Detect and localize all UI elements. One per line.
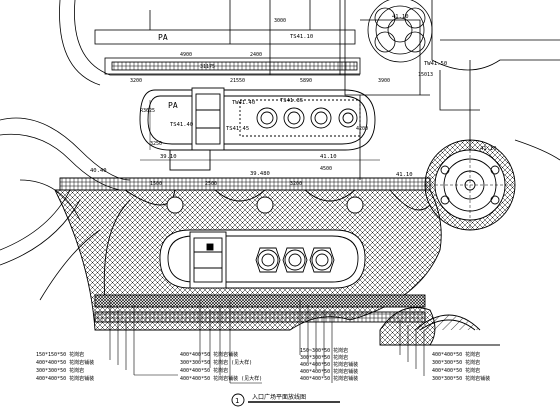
legend-right-item: 300*300*50 花岗岩 — [432, 359, 480, 366]
dim-4500: 4500 — [320, 166, 332, 172]
legend-center-item: 300*300*50 花岗岩 — [300, 354, 348, 361]
section-marker — [231, 393, 340, 407]
dim-2400: 2400 — [250, 52, 262, 58]
level-left: 40.40 — [90, 168, 107, 174]
legend-left: 150*150*50 花岗岩 400*400*50 花岗岩铺装 300*300*… — [36, 351, 94, 382]
legend-center-item: 400*400*50 花岗岩铺装 — [300, 361, 358, 368]
dim-3200b: 3200 — [290, 181, 302, 187]
legend-left-item: 150*150*50 花岗岩 — [36, 351, 84, 358]
leader-lines — [109, 300, 425, 384]
legend-left-item: 400*400*50 花岗岩铺装 — [36, 359, 94, 366]
dim-r3625: R3625 — [140, 108, 155, 114]
dim-4900: 4900 — [180, 52, 192, 58]
legend-mid-item: 300*300*50 花岗岩 (见大样) — [180, 359, 252, 366]
level-right-3: 41.10 — [480, 146, 497, 152]
lower-fountain-row — [159, 229, 366, 289]
level-right-2: 41.10 — [396, 172, 413, 178]
legend-right-item: 400*400*50 花岗岩 — [432, 351, 480, 358]
lower-band — [94, 294, 500, 346]
dim-31175: 31175 — [200, 64, 215, 70]
upper-fountain-row — [139, 87, 380, 171]
drawing-title: 入口广场平面放线图 — [252, 393, 306, 401]
level-small: 39.10 — [160, 154, 177, 160]
legend-mid: 400*400*50 花岗岩铺装 300*300*50 花岗岩 (见大样) 40… — [180, 351, 262, 382]
level-tw-center: TW41.40 — [232, 100, 255, 106]
section-number: 1 — [235, 397, 239, 405]
dim-4200: 4200 — [356, 126, 368, 132]
legend-center-item: 400*400*50 花岗岩铺装 — [300, 368, 358, 375]
legend-center-item: 400*400*50 花岗岩铺装 — [300, 375, 358, 382]
level-ts-left: TS41.40 — [170, 122, 193, 128]
level-ts-mid: TS41.45 — [226, 126, 249, 132]
legend-mid-item: 400*400*50 花岗岩铺装 — [180, 351, 238, 358]
level-ts-top: TS41.10 — [290, 34, 313, 40]
legend-right-item: 400*400*50 花岗岩 — [432, 367, 480, 374]
legend-center: 150~300*50 花岗岩 300*300*50 花岗岩 400*400*50… — [300, 347, 358, 382]
legend-mid-item: 400*400*50 花岗岩铺装 (见大样) — [180, 375, 262, 382]
level-right: 41.10 — [320, 154, 337, 160]
dim-5890: 5890 — [300, 78, 312, 84]
level-ts-center: TS41.35 — [280, 98, 303, 104]
level-top-right: 41.10 — [392, 14, 409, 20]
dim-21550: 21550 — [230, 78, 245, 84]
legend-mid-item: 400*400*50 花岗岩 — [180, 367, 228, 374]
legend-right-item: 300*300*50 花岗岩铺装 — [432, 375, 490, 382]
legend-left-item: 400*400*50 花岗岩铺装 — [36, 375, 94, 382]
area-label-top: PA — [158, 33, 168, 42]
dim-1500: 1500 — [150, 181, 162, 187]
dim-2500: 2500 — [205, 181, 217, 187]
dim-3250: 3250 — [150, 141, 162, 147]
right-round-plaza — [424, 139, 560, 231]
dim-3200: 3200 — [130, 78, 142, 84]
dim-3900: 3900 — [378, 78, 390, 84]
legend-left-item: 300*300*50 花岗岩 — [36, 367, 84, 374]
dim-15013: 15013 — [418, 72, 433, 78]
dim-3000: 3000 — [274, 18, 286, 24]
legend-center-item: 150~300*50 花岗岩 — [300, 347, 348, 354]
legend-right: 400*400*50 花岗岩 300*300*50 花岗岩 400*400*50… — [432, 351, 490, 382]
level-lower: 39.480 — [250, 171, 270, 177]
level-tw-top-right: TW41.50 — [424, 61, 447, 67]
area-label-left: PA — [168, 101, 178, 110]
main-band — [59, 177, 431, 191]
